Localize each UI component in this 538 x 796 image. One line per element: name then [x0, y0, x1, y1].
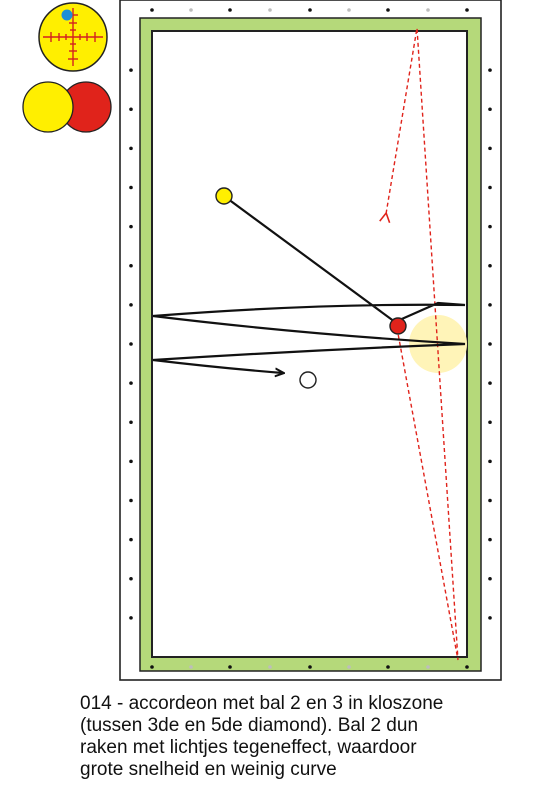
diamond-marker: [129, 537, 133, 542]
diamond-marker: [268, 8, 272, 12]
diamond-marker: [129, 381, 133, 385]
diamond-marker: [488, 381, 492, 385]
diamond-marker: [488, 459, 492, 464]
ball-contact-icon: [22, 81, 112, 133]
diamond-marker: [488, 107, 492, 112]
diamond-marker: [488, 224, 492, 229]
diamond-marker: [228, 665, 232, 669]
diamond-marker: [129, 420, 133, 425]
cue-ball: [215, 187, 233, 205]
diamond-marker: [189, 8, 193, 12]
diamond-marker: [488, 537, 492, 542]
diamond-marker: [347, 665, 351, 669]
diamond-marker: [488, 68, 492, 72]
diamond-marker: [129, 107, 133, 112]
diamond-marker: [488, 616, 492, 620]
diamond-marker: [488, 342, 492, 346]
diamond-marker: [129, 146, 133, 151]
diamond-marker: [129, 303, 133, 307]
diamond-marker: [426, 665, 430, 669]
diamond-markers: [129, 8, 492, 669]
diagram-caption: 014 - accordeon met bal 2 en 3 in kloszo…: [80, 693, 444, 780]
diamond-marker: [129, 459, 133, 464]
third-ball: [299, 371, 317, 389]
diamond-marker: [129, 342, 133, 346]
diamond-marker: [268, 665, 272, 669]
diamond-marker: [465, 8, 469, 12]
diamond-marker: [150, 665, 154, 669]
diamond-marker: [488, 576, 492, 581]
aim-indicator: [38, 2, 108, 72]
diamond-marker: [386, 665, 390, 669]
cue-ball-path: [152, 195, 466, 373]
diamond-marker: [228, 8, 232, 12]
diamond-marker: [129, 68, 133, 72]
diamond-marker: [347, 8, 351, 12]
diamond-marker: [488, 185, 492, 190]
diamond-marker: [308, 665, 312, 669]
diamond-marker: [129, 263, 133, 268]
contact-cue-ball: [22, 81, 74, 133]
diamond-marker: [488, 498, 492, 503]
diamond-marker: [488, 303, 492, 307]
diamond-marker: [488, 146, 492, 151]
diamond-marker: [465, 665, 469, 669]
cue-tip-mark: [61, 9, 73, 21]
diamond-marker: [386, 8, 390, 12]
diamond-marker: [129, 185, 133, 190]
object-ball: [389, 317, 407, 335]
diamond-marker: [308, 8, 312, 12]
billiard-table: [119, 0, 502, 681]
diamond-marker: [150, 8, 154, 12]
diamond-marker: [426, 8, 430, 12]
diamond-marker: [129, 224, 133, 229]
diamond-marker: [189, 665, 193, 669]
diamond-marker: [129, 616, 133, 620]
diamond-marker: [488, 420, 492, 425]
diamond-marker: [129, 576, 133, 581]
diamond-marker: [129, 498, 133, 503]
diamond-marker: [488, 263, 492, 268]
